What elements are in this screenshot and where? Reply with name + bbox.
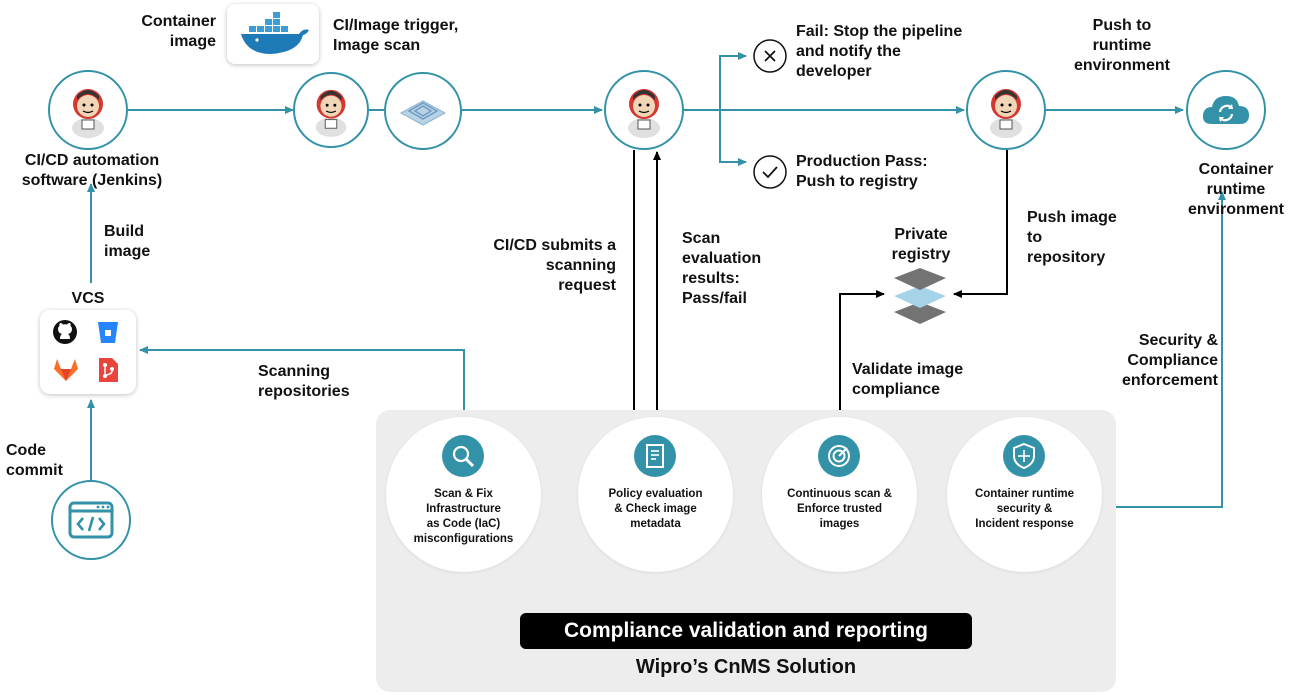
vcs-tools-card: [40, 310, 136, 394]
git-repo-icon: [99, 358, 118, 382]
scanning-repositories-label: Scanning repositories: [258, 363, 350, 400]
security-compliance-label: Security & Compliance enforcement: [1121, 332, 1218, 389]
docker-whale-icon: [241, 12, 309, 54]
production-pass-label: Production Pass: Push to registry: [796, 153, 928, 190]
jenkins-icon: [628, 89, 660, 138]
vcs-label: VCS: [71, 290, 105, 307]
github-icon: [53, 320, 77, 344]
container-image-label: Container image: [141, 13, 216, 50]
container-runtime-node: [1186, 70, 1266, 150]
service-iac-scan: Scan & Fix Infrastructure as Code (IaC) …: [386, 417, 541, 572]
container-runtime-label: Container runtime environment: [1187, 161, 1284, 218]
compliance-bar: Compliance validation and reporting: [520, 613, 972, 649]
registry-layers-icon: [894, 268, 946, 324]
jenkins-label: CI/CD automation software (Jenkins): [21, 152, 163, 189]
validate-compliance-label: Validate image compliance: [852, 361, 964, 398]
service-policy-eval: Policy evaluation & Check image metadata: [578, 417, 733, 572]
jenkins-icon: [990, 89, 1022, 138]
fail-label: Fail: Stop the pipeline and notify the d…: [796, 23, 963, 80]
jenkins-node-3: [604, 70, 684, 150]
service-label: Scan & Fix Infrastructure as Code (IaC) …: [413, 488, 514, 545]
cloud-sync-icon: [1202, 96, 1249, 124]
gitlab-icon: [54, 359, 78, 381]
image-scan-node: [384, 72, 462, 150]
image-scan-icon: [399, 100, 447, 126]
jenkins-icon: [72, 89, 104, 138]
push-image-repo-label: Push image to repository: [1027, 209, 1117, 266]
service-continuous-scan: Continuous scan & Enforce trusted images: [762, 417, 917, 572]
jenkins-node-1: [48, 70, 128, 150]
jenkins-node-4: [966, 70, 1046, 150]
ci-trigger-label: CI/Image trigger, Image scan: [333, 17, 459, 54]
panel-title: Wipro’s CnMS Solution: [635, 656, 857, 678]
service-label: Policy evaluation & Check image metadata: [608, 488, 703, 530]
private-registry-label: Private registry: [891, 226, 951, 263]
code-commit-label: Code commit: [6, 442, 63, 479]
service-runtime-security: Container runtime security & Incident re…: [947, 417, 1102, 572]
jenkins-node-2: [293, 72, 369, 148]
cicd-submits-label: CI/CD submits a scanning request: [493, 237, 616, 294]
code-icon: [68, 501, 114, 539]
pass-check-icon: [753, 155, 787, 189]
scan-eval-label: Scan evaluation results: Pass/fail: [682, 230, 762, 307]
code-editor-node: [51, 480, 131, 560]
magnifier-icon: [442, 435, 484, 477]
shield-icon: [1003, 435, 1045, 477]
fail-x-icon: [753, 39, 787, 73]
jenkins-icon: [315, 89, 347, 137]
service-label: Continuous scan & Enforce trusted images: [787, 488, 892, 530]
push-runtime-label: Push to runtime environment: [1073, 17, 1170, 74]
service-label: Container runtime security & Incident re…: [974, 488, 1075, 530]
policy-document-icon: [634, 435, 676, 477]
build-image-label: Build image: [104, 223, 151, 260]
radar-icon: [818, 435, 860, 477]
docker-logo-card: [227, 4, 319, 64]
bitbucket-icon: [98, 322, 118, 343]
